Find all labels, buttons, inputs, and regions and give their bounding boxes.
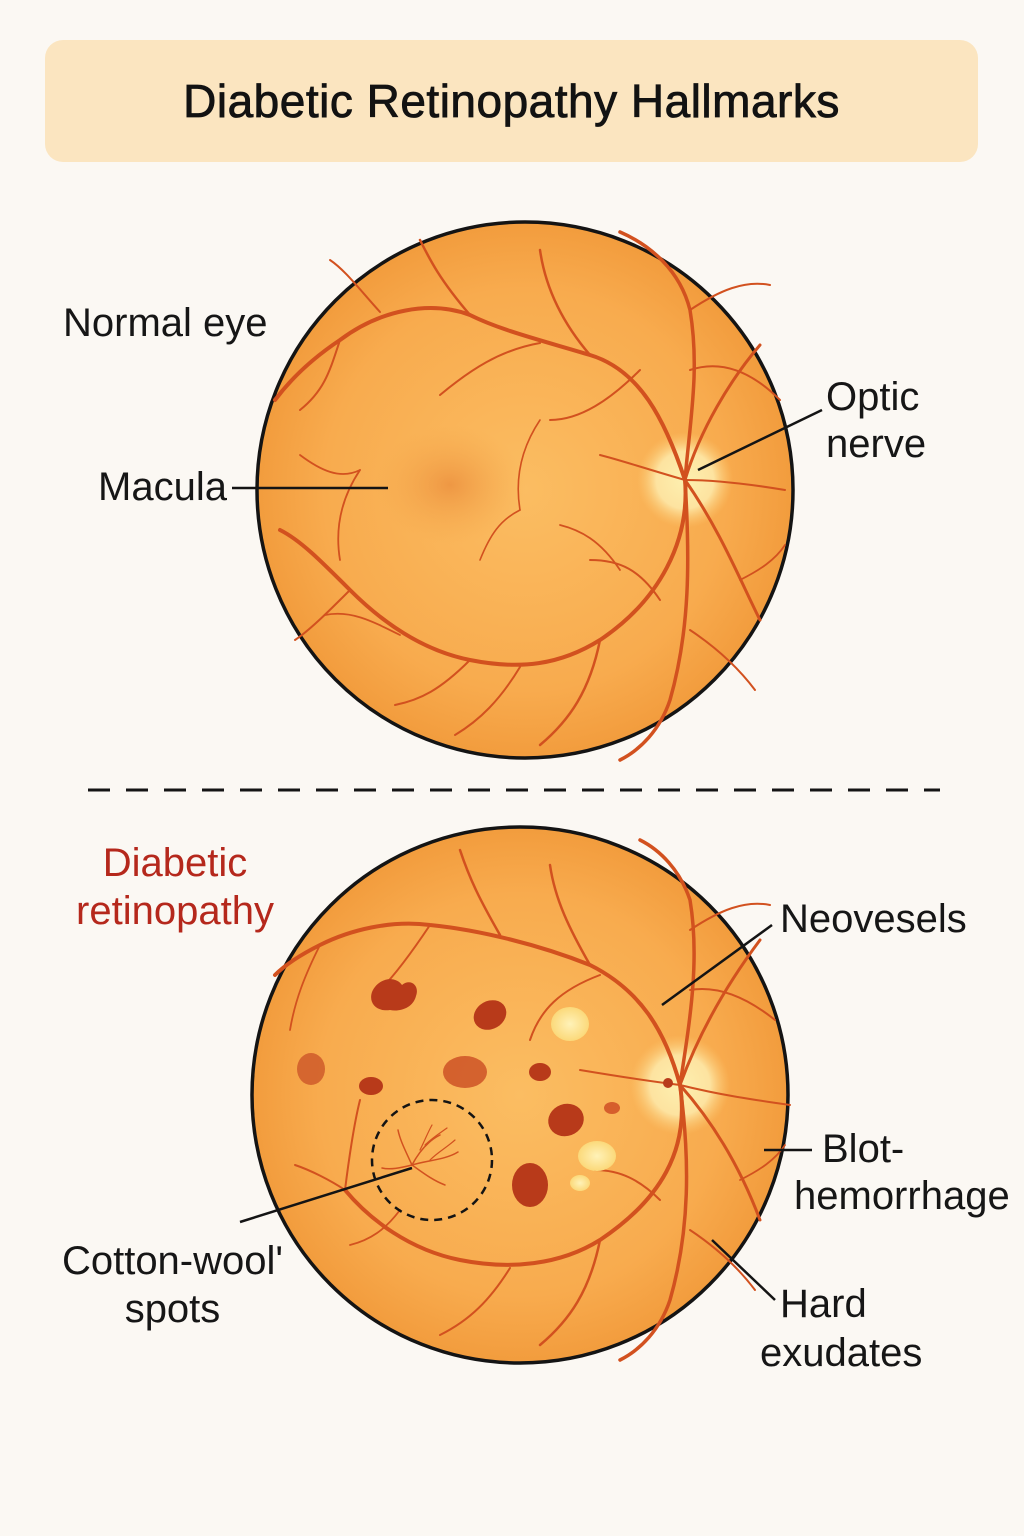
hemorrhage-spot xyxy=(529,1063,551,1081)
exudate-spot xyxy=(551,1007,589,1041)
hemorrhage-spot xyxy=(473,1000,507,1030)
exudate-spot xyxy=(578,1141,616,1171)
title-banner: Diabetic Retinopathy Hallmarks xyxy=(45,40,978,162)
hemorrhage-spot xyxy=(359,1077,383,1095)
normal-eye-label: Normal eye xyxy=(63,301,268,345)
diabetic-retinopathy-label-line1: Diabetic xyxy=(102,841,248,885)
blot-hemorrhage-label-line2: hemorrhage xyxy=(794,1174,1010,1218)
hard-exudates-label-line1: Hard xyxy=(780,1282,867,1326)
hard-exudates-label-line2: exudates xyxy=(760,1331,923,1375)
exudate-spot xyxy=(570,1175,590,1191)
optic-nerve-label-line2: nerve xyxy=(826,422,927,466)
diabetic-vessels xyxy=(273,838,791,1362)
optic-nerve-label-line1: Optic xyxy=(826,375,920,419)
hemorrhage-spot xyxy=(371,979,417,1011)
cotton-wool-leader xyxy=(239,1166,413,1224)
page-title: Diabetic Retinopathy Hallmarks xyxy=(183,75,840,128)
neovessels-leader xyxy=(661,923,773,1007)
normal-fundus xyxy=(255,220,795,762)
normal-macula-spot xyxy=(375,425,525,545)
hemorrhage-spot xyxy=(604,1102,620,1114)
diabetic-fundus xyxy=(250,825,791,1365)
hemorrhage-spot xyxy=(443,1056,487,1088)
hemorrhage-spot xyxy=(548,1103,584,1137)
hard-exudates xyxy=(551,1007,616,1191)
blot-hemorrhage-label-line1: Blot- xyxy=(822,1127,905,1171)
macula-label: Macula xyxy=(98,465,227,509)
diabetic-retinopathy-label-line2: retinopathy xyxy=(76,889,274,933)
hard-exudates-leader xyxy=(711,1239,776,1301)
neovessels-label: Neovesels xyxy=(780,897,967,941)
hemorrhage-spot xyxy=(512,1163,548,1207)
normal-vessels xyxy=(273,230,786,762)
optic-nerve-leader xyxy=(697,408,823,472)
cotton-wool-label-line1: Cotton-wool' xyxy=(61,1239,284,1283)
cotton-wool-label-line2: spots xyxy=(124,1287,221,1331)
hemorrhage-spot xyxy=(297,1053,325,1085)
cotton-wool-highlight-circle xyxy=(370,1098,494,1222)
hemorrhage-spot xyxy=(663,1078,673,1088)
blot-hemorrhages xyxy=(297,979,673,1207)
